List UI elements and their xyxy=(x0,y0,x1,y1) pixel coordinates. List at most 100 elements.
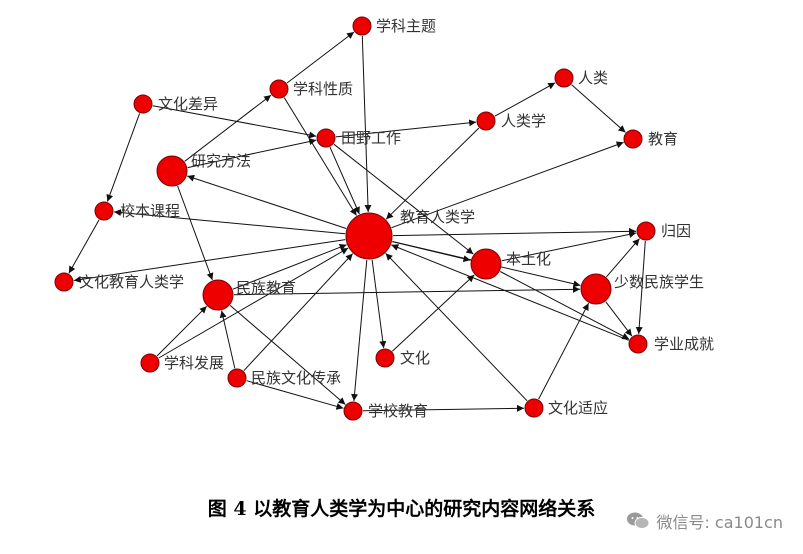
node-attribution: 归因 xyxy=(636,221,691,241)
node-circle-culture xyxy=(375,348,395,368)
edge-subject_topic-center xyxy=(361,35,372,213)
node-label-localization: 本土化 xyxy=(506,250,551,268)
node-label-school_education: 学校教育 xyxy=(368,402,428,420)
node-label-subject_nature: 学科性质 xyxy=(293,80,353,98)
edge-field_work-center xyxy=(329,146,360,215)
node-circle-academic_achievement xyxy=(628,334,648,354)
node-education: 教育 xyxy=(623,129,678,149)
node-label-education: 教育 xyxy=(648,130,678,148)
edge-minority_students-academic_achievement xyxy=(605,301,633,337)
node-anthropology: 人类学 xyxy=(476,111,546,131)
edge-center-school_curriculum xyxy=(113,209,346,235)
node-culture_diff: 文化差异 xyxy=(133,94,218,114)
node-label-academic_achievement: 学业成就 xyxy=(654,335,714,353)
edge-ethnic_education-center xyxy=(232,243,347,290)
node-label-anthropology: 人类学 xyxy=(501,112,546,130)
edge-academic_achievement-center xyxy=(391,244,629,341)
edge-minority_students-attribution xyxy=(606,238,640,278)
edge-layer xyxy=(68,31,646,412)
edge-field_work-localization xyxy=(333,143,474,255)
node-academic_achievement: 学业成就 xyxy=(628,334,714,354)
node-label-field_work: 田野工作 xyxy=(341,129,401,147)
watermark-text: 微信号: ca101cn xyxy=(656,513,783,532)
node-culture: 文化 xyxy=(375,348,430,368)
node-culture_adapt: 文化适应 xyxy=(524,398,608,418)
edge-research_method-ethnic_education xyxy=(177,185,214,281)
edge-center-research_method xyxy=(187,174,347,229)
edge-school_curriculum-culture_edu_anthro xyxy=(68,219,100,274)
edge-culture_diff-field_work xyxy=(152,105,317,139)
edge-culture_adapt-center xyxy=(385,252,528,402)
node-label-research_method: 研究方法 xyxy=(191,152,251,170)
node-circle-culture_adapt xyxy=(524,398,544,418)
edge-center-school_education xyxy=(351,259,368,402)
edge-anthropology-center xyxy=(385,127,480,220)
node-label-minority_students: 少数民族学生 xyxy=(614,273,704,291)
node-circle-subject_topic xyxy=(352,16,372,36)
wechat-icon xyxy=(627,512,650,529)
node-circle-education xyxy=(623,129,643,149)
edge-culture_adapt-minority_students xyxy=(538,302,590,400)
node-circle-school_education xyxy=(343,401,363,421)
edge-subject_nature-subject_topic xyxy=(286,31,355,84)
edge-human-education xyxy=(571,84,626,133)
node-discipline_dev: 学科发展 xyxy=(140,353,224,373)
node-center: 教育人类学 xyxy=(345,208,475,260)
edge-culture_diff-school_curriculum xyxy=(106,113,141,202)
node-label-culture_adapt: 文化适应 xyxy=(548,399,608,417)
node-circle-subject_nature xyxy=(269,79,289,99)
node-localization: 本土化 xyxy=(470,248,551,280)
node-label-ethnic_culture_inherit: 民族文化传承 xyxy=(251,369,341,387)
edge-discipline_dev-center xyxy=(158,247,349,359)
edge-research_method-field_work xyxy=(187,138,317,169)
node-circle-anthropology xyxy=(476,111,496,131)
edge-localization-attribution xyxy=(501,230,637,262)
node-circle-discipline_dev xyxy=(140,353,160,373)
node-label-discipline_dev: 学科发展 xyxy=(164,354,224,372)
edge-ethnic_culture_inherit-ethnic_education xyxy=(219,310,236,369)
node-field_work: 田野工作 xyxy=(316,128,401,148)
node-label-human: 人类 xyxy=(578,69,608,87)
node-research_method: 研究方法 xyxy=(156,152,251,187)
edge-center-culture_edu_anthro xyxy=(73,239,346,283)
node-circle-attribution xyxy=(636,221,656,241)
edge-center-education xyxy=(391,141,624,229)
node-label-attribution: 归因 xyxy=(661,222,691,240)
edge-school_education-culture_adapt xyxy=(362,404,525,412)
node-label-culture: 文化 xyxy=(400,349,430,367)
node-label-culture_edu_anthro: 文化教育人类学 xyxy=(79,273,184,291)
node-label-culture_diff: 文化差异 xyxy=(158,95,218,113)
node-subject_nature: 学科性质 xyxy=(269,79,353,99)
node-label-subject_topic: 学科主题 xyxy=(376,17,436,35)
edge-ethnic_culture_inherit-school_education xyxy=(246,380,344,410)
node-circle-school_curriculum xyxy=(94,201,114,221)
node-ethnic_education: 民族教育 xyxy=(202,279,296,311)
edge-subject_nature-center xyxy=(283,97,357,216)
node-human: 人类 xyxy=(554,68,608,88)
node-circle-localization xyxy=(470,248,502,280)
edge-discipline_dev-ethnic_education xyxy=(156,305,208,357)
node-circle-research_method xyxy=(156,155,188,187)
node-subject_topic: 学科主题 xyxy=(352,16,436,36)
figure-caption: 图 4 以教育人类学为中心的研究内容网络关系 xyxy=(207,498,596,520)
node-circle-field_work xyxy=(316,128,336,148)
node-label-ethnic_education: 民族教育 xyxy=(236,279,296,297)
edge-ethnic_education-minority_students xyxy=(233,285,581,296)
edge-center-attribution xyxy=(392,227,637,237)
node-ethnic_culture_inherit: 民族文化传承 xyxy=(227,368,341,388)
edge-anthropology-human xyxy=(494,82,556,117)
node-circle-minority_students xyxy=(580,273,612,305)
edge-field_work-anthropology xyxy=(335,119,477,138)
edge-ethnic_education-school_education xyxy=(229,305,346,405)
node-school_education: 学校教育 xyxy=(343,401,428,421)
node-circle-culture_diff xyxy=(133,94,153,114)
node-label-school_curriculum: 校本课程 xyxy=(120,202,180,220)
edge-ethnic_culture_inherit-center xyxy=(243,253,354,372)
node-circle-human xyxy=(554,68,574,88)
watermark: 微信号: ca101cn xyxy=(626,509,783,533)
node-label-center: 教育人类学 xyxy=(400,208,475,226)
node-circle-center xyxy=(345,212,393,260)
edge-culture-localization xyxy=(391,274,475,352)
